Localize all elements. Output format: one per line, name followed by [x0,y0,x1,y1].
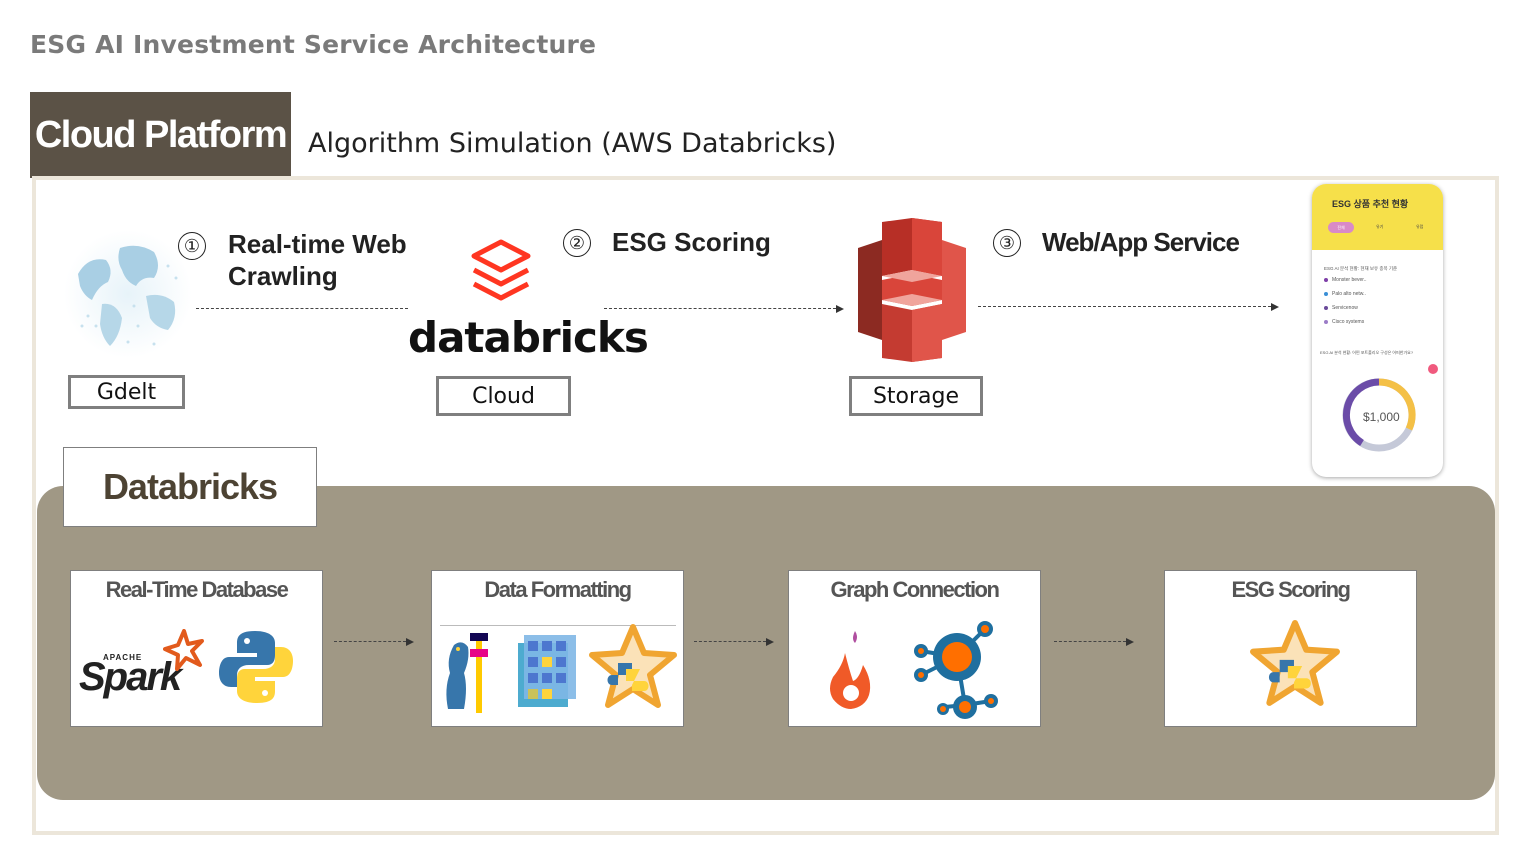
dot-icon [1324,320,1328,324]
databricks-logo-icon [471,239,531,301]
app-list-item: Cisco systems [1324,319,1434,325]
arrowhead-icon [836,305,844,313]
spark-star-icon [163,629,204,671]
connector-stage2-stage3 [694,641,766,642]
donut-chart-icon [1342,378,1416,452]
arrowhead-icon [1271,303,1279,311]
connector-databricks-storage [604,308,836,309]
app-item-name: Servicenow [1332,305,1358,311]
app-list-item: Monster bever.. [1324,277,1434,283]
connector-stage1-stage2 [334,641,406,642]
step-3-number: ③ [993,229,1021,257]
app-item-name: Cisco systems [1332,319,1365,325]
dot-icon [1324,292,1328,296]
globe-icon [64,230,192,358]
databricks-panel-tab: Databricks [63,447,317,527]
numpy-cube-icon [518,635,576,707]
step-2-label: ESG Scoring [612,227,771,257]
app-list-item: Palo alto netw.. [1324,291,1434,297]
step-1-label-line-2: Crawling [228,261,338,291]
python-star-icon [589,624,677,708]
app-header [1312,184,1443,250]
stage-real-time-database: Real-Time Database APACHE Spark [70,570,323,727]
app-section-title: ESG AI 분석 현황: 현재 보유 종목 기준 [1324,266,1398,271]
stage-graph-connection: Graph Connection [788,570,1041,727]
step-1-label-line-1: Real-time Web [228,229,407,259]
python-star-icon [1250,620,1340,706]
page-title: ESG AI Investment Service Architecture [30,30,597,59]
stage-title: Data Formatting [484,577,632,602]
cloud-label: Cloud [436,376,571,416]
aws-s3-storage-icon [858,218,966,362]
app-screenshot: ESG 상품 추천 현황 전체 유기 유럽 ESG AI 분석 현황: 현재 보… [1312,184,1443,477]
arrowhead-icon [406,638,414,646]
stage-data-formatting: Data Formatting [431,570,684,727]
spark-text: Spark [79,655,182,699]
arrowhead-icon [766,638,774,646]
app-title: ESG 상품 추천 현황 [1332,199,1409,209]
databricks-logo-text: databricks [408,313,649,362]
python-icon [219,631,293,703]
app-tab-3[interactable]: 유럽 [1416,224,1424,229]
apache-text: APACHE [103,653,143,662]
connector-storage-app [978,306,1271,307]
cloud-platform-tab: Cloud Platform [30,92,291,178]
app-tab-2[interactable]: 유기 [1376,224,1384,229]
step-3-label: Web/App Service [1042,227,1240,257]
pandas-bear-icon [446,633,488,713]
storage-label: Storage [849,376,983,416]
stage-title: Graph Connection [830,577,1000,602]
app-item-name: Monster bever.. [1332,277,1367,283]
flame-icon [830,631,871,709]
arrowhead-icon [1126,638,1134,646]
gdelt-label: Gdelt [68,375,185,409]
stage-esg-scoring: ESG Scoring [1164,570,1417,727]
connector-gdelt-databricks [196,308,408,309]
cloud-platform-subtitle: Algorithm Simulation (AWS Databricks) [308,128,837,159]
app-question: ESG AI 분석 현황: 어떤 포트폴리오 구성은 어떠한가요? [1320,350,1414,355]
step-1-number: ① [178,232,206,260]
step-2-number: ② [563,229,591,257]
network-graph-icon [914,621,998,719]
stage-divider [440,625,676,626]
stage-title: Real-Time Database [105,577,289,602]
app-badge-dot [1428,364,1438,374]
app-item-name: Palo alto netw.. [1332,291,1366,297]
dot-icon [1324,278,1328,282]
app-amount: $1,000 [1363,410,1400,424]
stage-title: ESG Scoring [1231,577,1351,602]
dot-icon [1324,306,1328,310]
app-tab-all[interactable]: 전체 [1328,222,1354,233]
cloud-platform-frame [32,176,1499,835]
app-list-item: Servicenow [1324,305,1434,311]
connector-stage3-stage4 [1054,641,1126,642]
